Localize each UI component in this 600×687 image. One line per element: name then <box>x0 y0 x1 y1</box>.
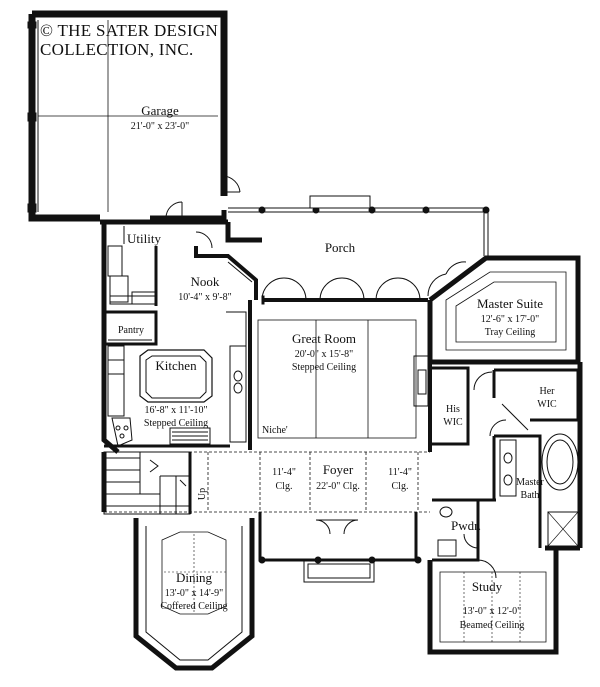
porch-label: Porch <box>325 240 356 255</box>
her-wic-line1: Her <box>540 386 556 397</box>
master-bath-line1: Master <box>516 477 544 488</box>
front-entry <box>258 512 422 583</box>
pantry-walls <box>104 310 158 346</box>
utility-label: Utility <box>127 231 161 246</box>
stairs <box>103 451 192 515</box>
dining-ceiling: Coffered Ceiling <box>160 601 227 612</box>
foyer-left-clg: Clg. <box>276 481 293 492</box>
great-room-ceiling <box>248 300 429 450</box>
garage-label: Garage <box>141 103 179 118</box>
dining-size: 13'-0" x 14'-9" <box>165 588 223 599</box>
master-suite-walls <box>427 255 581 362</box>
garage-size: 21'-0" x 23'-0" <box>131 121 189 132</box>
copyright-line1: © THE SATER DESIGN <box>40 21 218 40</box>
study-label: Study <box>472 579 503 594</box>
kitchen-fixtures <box>104 311 247 448</box>
nook-label: Nook <box>191 274 220 289</box>
master-bath-walls <box>428 362 580 548</box>
powder-room-label: Pwdr. <box>451 518 481 533</box>
main-walls <box>100 219 583 551</box>
master-bath-line2: Bath <box>521 490 540 501</box>
his-wic-line1: His <box>446 404 460 415</box>
foyer-label: Foyer <box>323 462 354 477</box>
foyer-right-clg: Clg. <box>392 481 409 492</box>
her-wic-line2: WIC <box>537 399 557 410</box>
great-room-size: 20'-0" x 15'-8" <box>295 349 353 360</box>
niche-label: Niche' <box>262 425 288 436</box>
great-room-label: Great Room <box>292 331 356 346</box>
porch-outline <box>228 195 490 258</box>
kitchen-label: Kitchen <box>155 358 197 373</box>
powder-room <box>432 498 496 562</box>
pantry-label: Pantry <box>118 325 144 336</box>
study-walls <box>427 548 559 655</box>
utility-details <box>107 226 158 306</box>
master-suite-label: Master Suite <box>477 296 543 311</box>
foyer-right-dim: 11'-4" <box>388 467 412 478</box>
great-room-doors <box>261 277 428 305</box>
stairs-up-label: Up <box>197 488 208 500</box>
kitchen-ceiling: Stepped Ceiling <box>144 418 208 429</box>
foyer-size: 22'-0" Clg. <box>316 481 360 492</box>
study-ceiling: Beamed Ceiling <box>460 620 525 631</box>
kitchen-size: 16'-8" x 11'-10" <box>144 405 207 416</box>
dining-label: Dining <box>176 570 213 585</box>
nook-size: 10'-4" x 9'-8" <box>178 292 231 303</box>
dining-walls <box>133 518 255 671</box>
nook-walls <box>194 231 258 300</box>
foyer-band <box>104 451 430 513</box>
master-suite-size: 12'-6" x 17'-0" <box>481 314 539 325</box>
copyright-line2: COLLECTION, INC. <box>40 40 194 59</box>
great-room-ceiling: Stepped Ceiling <box>292 362 356 373</box>
his-wic-line2: WIC <box>443 417 463 428</box>
garage-area <box>27 10 241 222</box>
foyer-left-dim: 11'-4" <box>272 467 296 478</box>
master-suite-ceiling: Tray Ceiling <box>485 327 535 338</box>
study-size: 13'-0" x 12'-0" <box>463 606 521 617</box>
